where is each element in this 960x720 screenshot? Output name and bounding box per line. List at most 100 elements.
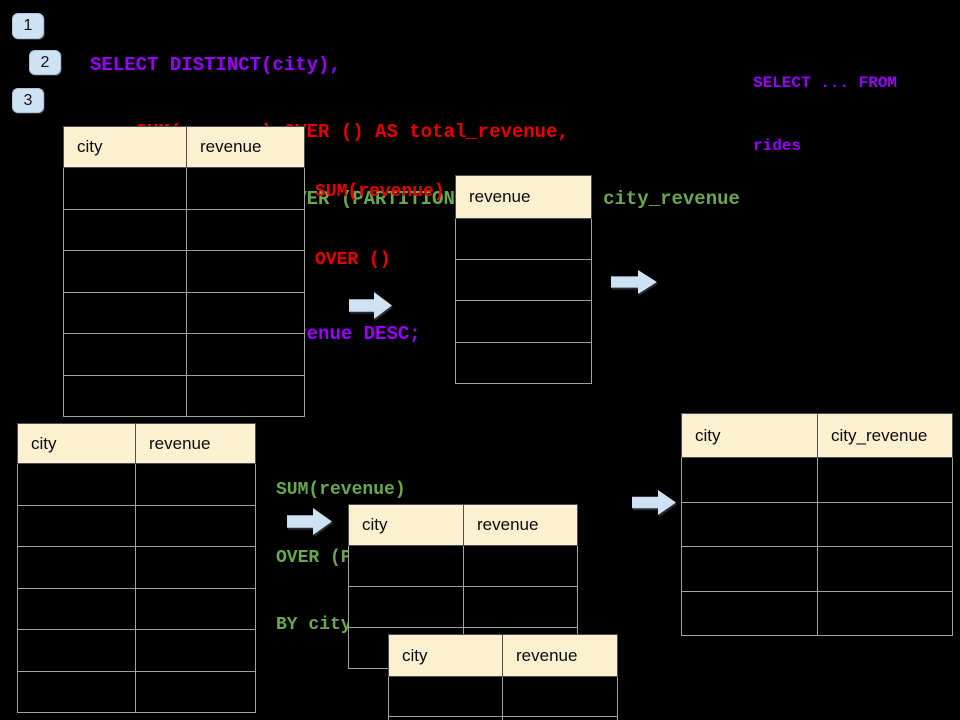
empty-cell bbox=[17, 463, 136, 506]
empty-cell bbox=[348, 545, 464, 587]
empty-cell bbox=[681, 590, 818, 636]
empty-cell bbox=[135, 546, 256, 589]
empty-cell bbox=[63, 333, 187, 376]
empty-cell bbox=[455, 259, 592, 302]
table-row bbox=[348, 586, 578, 628]
arrow-right-icon bbox=[611, 270, 657, 294]
column-header: city bbox=[17, 423, 136, 464]
empty-cell bbox=[817, 590, 953, 636]
empty-cell bbox=[681, 546, 818, 592]
table-row bbox=[17, 587, 256, 630]
empty-cell bbox=[348, 586, 464, 628]
empty-cell bbox=[681, 501, 818, 547]
table-row bbox=[17, 546, 256, 589]
empty-cell bbox=[186, 208, 305, 251]
column-header: revenue bbox=[455, 175, 592, 219]
empty-cell bbox=[186, 374, 305, 417]
header-row: revenue bbox=[455, 175, 592, 219]
table-row bbox=[455, 259, 592, 302]
empty-cell bbox=[63, 208, 187, 251]
column-header: revenue bbox=[186, 126, 305, 168]
column-header: revenue bbox=[502, 634, 618, 677]
column-header: city bbox=[348, 504, 464, 546]
step-badge-1: 1 bbox=[12, 13, 44, 39]
sql-line: SELECT DISTINCT(city), bbox=[90, 53, 341, 76]
column-header: city bbox=[681, 413, 818, 458]
label-line: SUM(revenue) bbox=[315, 182, 445, 202]
empty-cell bbox=[63, 167, 187, 210]
empty-cell bbox=[455, 341, 592, 384]
table-row bbox=[63, 333, 305, 376]
column-header: revenue bbox=[135, 423, 256, 464]
total-revenue-window-label: SUM(revenue) OVER () bbox=[315, 136, 445, 316]
empty-cell bbox=[817, 501, 953, 547]
table-row bbox=[455, 341, 592, 384]
empty-cell bbox=[135, 504, 256, 547]
table-row bbox=[681, 457, 953, 503]
table-row bbox=[17, 463, 256, 506]
empty-cell bbox=[186, 291, 305, 334]
table-row bbox=[681, 590, 953, 636]
empty-cell bbox=[817, 457, 953, 503]
empty-cell bbox=[463, 545, 578, 587]
table-row bbox=[681, 501, 953, 547]
table-total-revenue-result: revenue bbox=[455, 175, 592, 384]
table-row bbox=[63, 208, 305, 251]
table-row bbox=[17, 629, 256, 672]
arrow-right-icon bbox=[349, 292, 392, 319]
column-header: city bbox=[388, 634, 503, 677]
table-row bbox=[455, 300, 592, 343]
empty-cell bbox=[186, 333, 305, 376]
empty-cell bbox=[17, 504, 136, 547]
label-line: OVER () bbox=[315, 249, 391, 270]
column-header: city_revenue bbox=[817, 413, 953, 458]
select-from-rides-snippet: SELECT ... FROM rides bbox=[753, 31, 897, 199]
empty-cell bbox=[17, 546, 136, 589]
table-row bbox=[63, 167, 305, 210]
table-row bbox=[388, 676, 618, 717]
empty-cell bbox=[681, 457, 818, 503]
step-badge-2: 2 bbox=[29, 50, 61, 75]
table-row bbox=[455, 217, 592, 261]
empty-cell bbox=[186, 167, 305, 210]
table-row bbox=[17, 670, 256, 713]
empty-cell bbox=[455, 217, 592, 261]
table-row bbox=[681, 546, 953, 592]
empty-cell bbox=[135, 670, 256, 713]
table-row bbox=[63, 250, 305, 293]
table-row bbox=[388, 716, 618, 720]
table-row bbox=[348, 545, 578, 587]
snippet-line: SELECT ... FROM bbox=[753, 74, 898, 92]
snippet-line: rides bbox=[753, 137, 802, 155]
table-row bbox=[17, 504, 256, 547]
column-header: city bbox=[63, 126, 187, 168]
empty-cell bbox=[502, 676, 618, 717]
arrow-right-icon bbox=[287, 508, 332, 535]
empty-cell bbox=[135, 463, 256, 506]
empty-cell bbox=[135, 587, 256, 630]
arrow-right-icon bbox=[632, 490, 676, 515]
table-row bbox=[63, 291, 305, 334]
table-row bbox=[63, 374, 305, 417]
empty-cell bbox=[63, 291, 187, 334]
empty-cell bbox=[388, 716, 503, 720]
empty-cell bbox=[817, 546, 953, 592]
empty-cell bbox=[455, 300, 592, 343]
empty-cell bbox=[17, 587, 136, 630]
empty-cell bbox=[463, 586, 578, 628]
empty-cell bbox=[63, 374, 187, 417]
empty-cell bbox=[17, 629, 136, 672]
empty-cell bbox=[186, 250, 305, 293]
empty-cell bbox=[17, 670, 136, 713]
step-badge-3: 3 bbox=[12, 88, 44, 113]
empty-cell bbox=[135, 629, 256, 672]
label-line: SUM(revenue) bbox=[276, 480, 406, 500]
empty-cell bbox=[388, 676, 503, 717]
